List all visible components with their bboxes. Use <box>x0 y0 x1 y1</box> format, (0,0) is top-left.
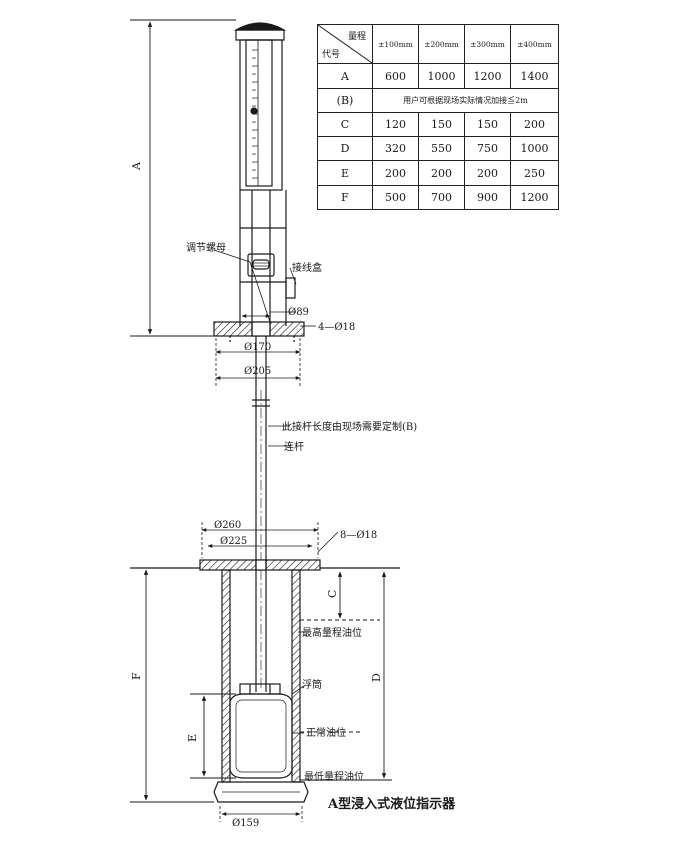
label-d225: Ø225 <box>220 536 247 547</box>
row-code: C <box>317 111 373 138</box>
table-row: E 200 200 200 250 <box>317 160 559 186</box>
row-code: F <box>317 184 373 211</box>
label-holes-8: 8—Ø18 <box>340 530 377 541</box>
gauge-head <box>233 22 287 330</box>
table-cell: 500 <box>372 184 419 211</box>
label-junction-box: 接线盒 <box>292 261 322 274</box>
label-normal-level: 正常油位 <box>306 726 346 739</box>
table-cell: 1200 <box>510 184 559 211</box>
outer-tube <box>213 569 309 803</box>
label-float: 浮筒 <box>302 678 322 691</box>
label-min-level: 最低量程油位 <box>304 770 364 783</box>
table-cell: 600 <box>372 63 419 89</box>
label-max-level: 最高量程油位 <box>302 626 362 639</box>
dim-E-label: E <box>186 734 199 742</box>
dim-D-line <box>300 571 392 781</box>
table-row: (B) 用户可根据现场实际情况加接≦2m <box>317 87 559 113</box>
table-cell: 550 <box>418 136 465 162</box>
corner-range-label: 量程 <box>347 32 366 43</box>
label-holes-4: 4—Ø18 <box>318 322 355 333</box>
range-header: ±400mm <box>510 23 559 65</box>
table-cell: 150 <box>464 111 511 138</box>
lower-flange <box>199 559 321 571</box>
label-d170: Ø170 <box>244 342 271 353</box>
label-d89: Ø89 <box>288 307 309 318</box>
junction-box <box>285 277 296 299</box>
drawing-caption: A型浸入式液位指示器 <box>327 796 456 812</box>
table-cell: 320 <box>372 136 419 162</box>
dim-C-label: C <box>326 590 339 598</box>
table-cell: 750 <box>464 136 511 162</box>
range-header: ±300mm <box>464 23 511 65</box>
row-code: D <box>317 136 373 162</box>
dim-A-line <box>130 19 236 337</box>
table-cell: 700 <box>418 184 465 211</box>
table-corner: 量程 代号 <box>317 23 373 65</box>
label-d260: Ø260 <box>214 520 241 531</box>
dim-A-label: A <box>130 161 143 171</box>
row-code: A <box>317 63 373 89</box>
dim-F-line <box>130 569 214 803</box>
dim-E-line <box>190 693 236 779</box>
row-code: E <box>317 160 373 186</box>
range-header: ±200mm <box>418 23 465 65</box>
label-d159: Ø159 <box>232 818 259 829</box>
table-cell: 1000 <box>510 136 559 162</box>
dim-C-line <box>300 571 380 621</box>
corner-code-label: 代号 <box>322 50 341 61</box>
table-cell: 1200 <box>464 63 511 89</box>
label-rod: 连杆 <box>284 440 304 453</box>
dim-diameters <box>201 311 319 822</box>
leader-lines <box>213 249 339 734</box>
table-cell: 900 <box>464 184 511 211</box>
table-row: D 320 550 750 1000 <box>317 136 559 162</box>
table-cell: 200 <box>510 111 559 138</box>
table-cell: 200 <box>418 160 465 186</box>
label-adjust-nut: 调节螺母 <box>186 242 226 254</box>
table-cell: 150 <box>418 111 465 138</box>
table-row: F 500 700 900 1200 <box>317 184 559 211</box>
label-d205: Ø205 <box>244 366 271 377</box>
row-code: (B) <box>317 87 373 113</box>
table-row: C 120 150 150 200 <box>317 111 559 138</box>
table-cell: 1000 <box>418 63 465 89</box>
indicator-dot <box>250 107 258 115</box>
dim-F-label: F <box>130 672 143 680</box>
table-cell: 200 <box>464 160 511 186</box>
adjust-nut <box>247 253 275 277</box>
table-cell: 200 <box>372 160 419 186</box>
table-cell: 120 <box>372 111 419 138</box>
table-row: A 600 1000 1200 1400 <box>317 63 559 89</box>
table-note: 用户可根据现场实际情况加接≦2m <box>372 87 559 113</box>
spec-table: 量程 代号 ±100mm ±200mm ±300mm ±400mm A 600 … <box>317 23 559 211</box>
range-header: ±100mm <box>372 23 419 65</box>
scale-ticks <box>252 49 258 179</box>
float-cylinder <box>229 683 293 779</box>
upper-flange <box>213 321 305 342</box>
table-cell: 1400 <box>510 63 559 89</box>
dim-D-label: D <box>370 673 383 682</box>
connecting-rod <box>252 336 270 692</box>
label-rod-note: 此接杆长度由现场需要定制(B) <box>282 420 417 433</box>
table-cell: 250 <box>510 160 559 186</box>
